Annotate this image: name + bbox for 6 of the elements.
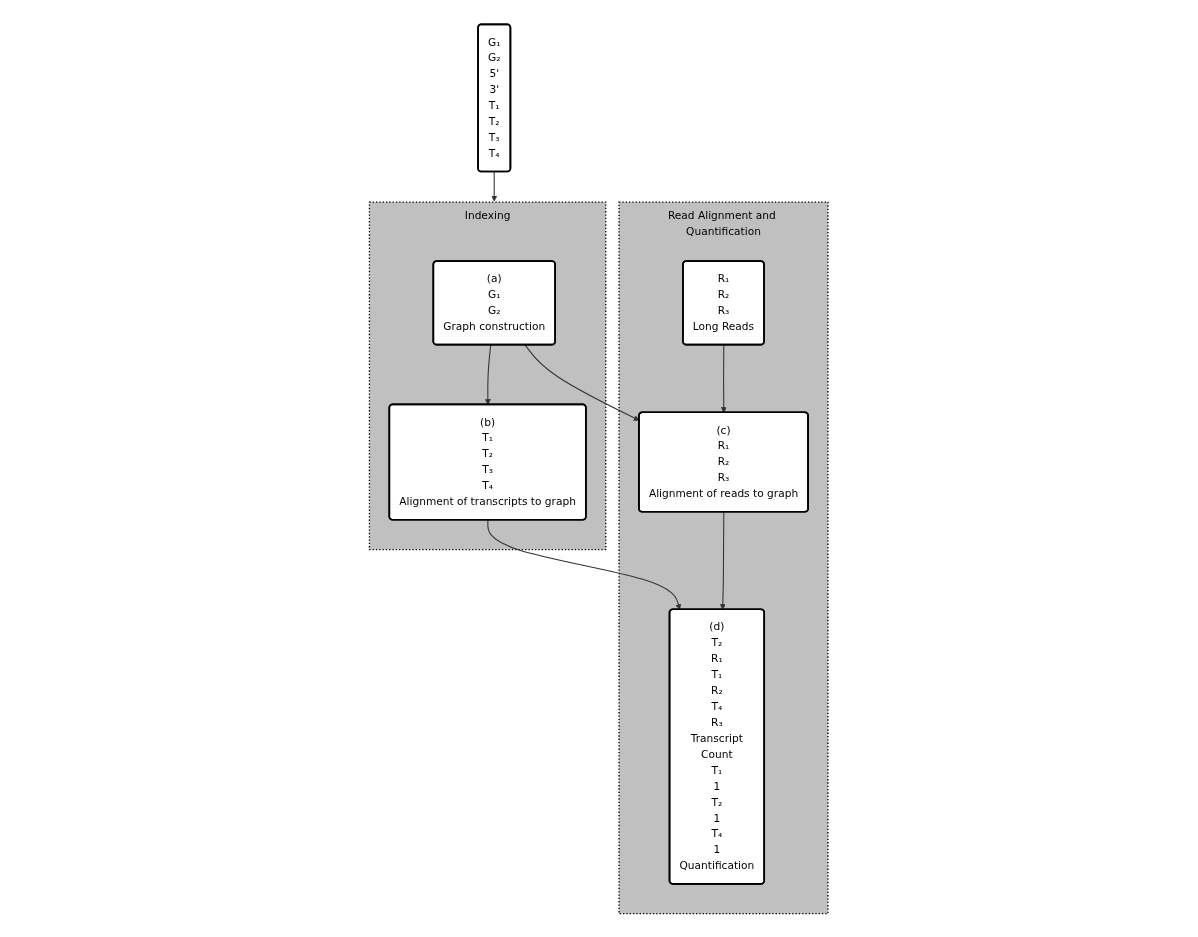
arrow	[491, 170, 498, 202]
arrow	[524, 343, 640, 421]
arrow	[720, 511, 726, 610]
arrow	[487, 519, 682, 610]
arrow	[485, 343, 492, 405]
arrow	[721, 343, 727, 413]
